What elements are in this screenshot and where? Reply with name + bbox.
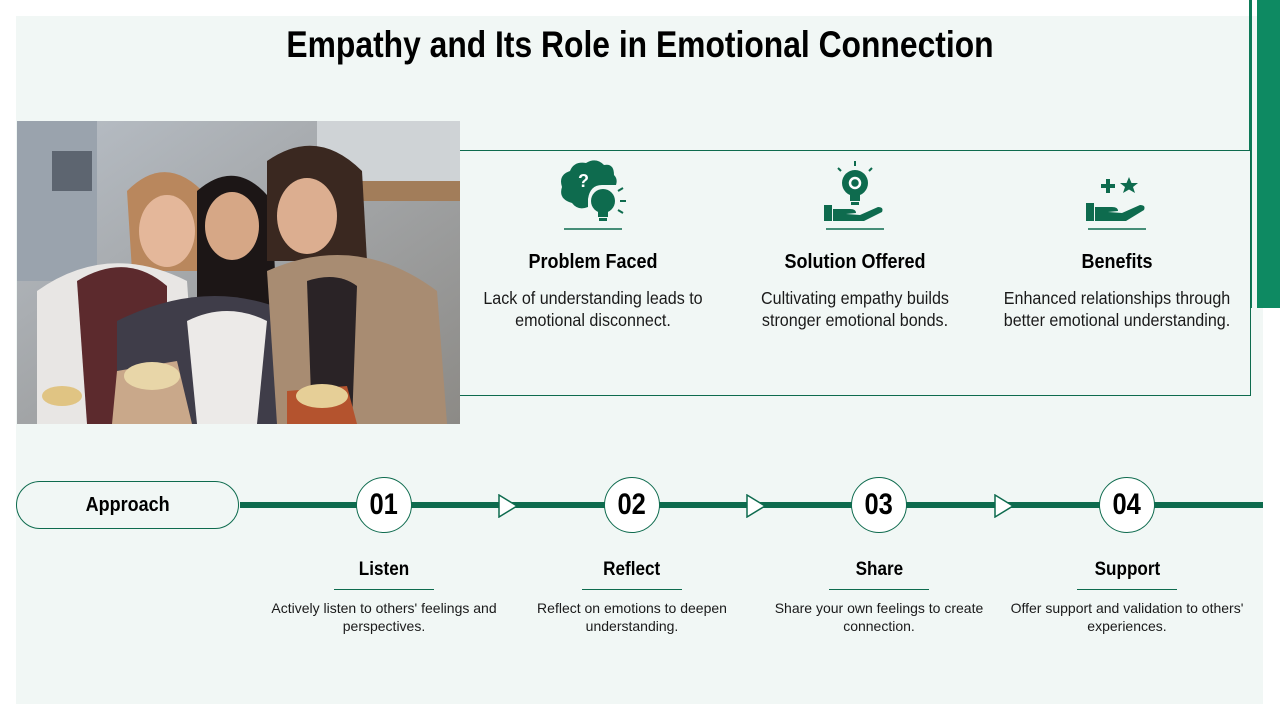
step-description: Offer support and validation to others' … [1010,600,1244,634]
svg-text:?: ? [578,171,589,191]
step-reflect: Reflect Reflect on emotions to deepen un… [512,556,752,635]
info-description: Enhanced relationships through better em… [1003,288,1231,330]
arrow-right-icon [994,494,1014,518]
step-number-02: 02 [604,477,660,533]
info-description: Cultivating empathy builds stronger emot… [761,288,949,330]
step-number-04: 04 [1099,477,1155,533]
brain-bulb-question-icon: ? [468,159,718,231]
arrow-right-icon [498,494,518,518]
approach-label: Approach [16,481,239,529]
photo-three-women [17,121,460,424]
step-description: Share your own feelings to create connec… [774,600,984,634]
info-title: Benefits [1081,251,1153,273]
step-description: Actively listen to others' feelings and … [271,600,497,634]
step-divider [334,589,434,590]
step-title: Reflect [603,559,661,580]
arrow-right-icon [746,494,766,518]
step-divider [1077,589,1177,590]
hand-lightbulb-gear-icon [730,159,980,231]
hand-plus-star-icon [992,159,1242,231]
step-title: Listen [358,559,410,580]
step-listen: Listen Actively listen to others' feelin… [264,556,504,635]
step-title: Share [855,559,903,580]
step-share: Share Share your own feelings to create … [759,556,999,635]
step-divider [829,589,929,590]
step-support: Support Offer support and validation to … [1007,556,1247,635]
info-panel: ? Problem Faced Lack of understanding le… [460,150,1251,396]
slide-title: Empathy and Its Role in Emotional Connec… [286,24,994,65]
accent-bar-thick [1257,0,1280,308]
step-description: Reflect on emotions to deepen understand… [537,600,727,634]
info-description: Lack of understanding leads to emotional… [483,288,703,330]
info-title: Solution Offered [784,251,926,273]
step-title: Support [1094,559,1160,580]
step-number-01: 01 [356,477,412,533]
info-title: Problem Faced [528,251,658,273]
step-divider [582,589,682,590]
step-number-03: 03 [851,477,907,533]
